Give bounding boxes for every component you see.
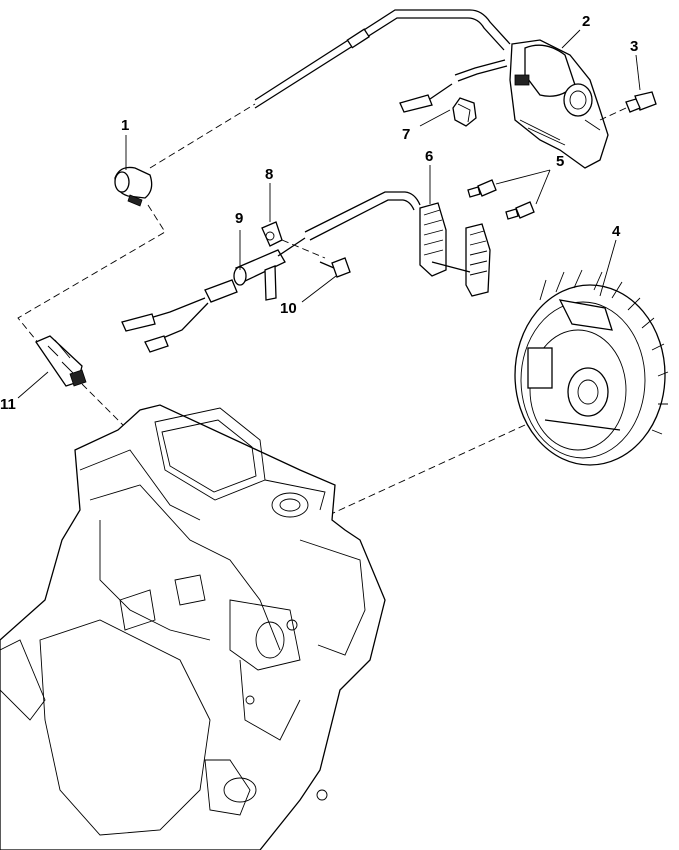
spark-plug[interactable] bbox=[35, 335, 131, 433]
coil-mounting-bolt[interactable] bbox=[599, 91, 657, 121]
callout-2: 2 bbox=[582, 13, 590, 30]
callout-1: 1 bbox=[121, 117, 129, 134]
high-tension-lead bbox=[149, 9, 511, 169]
spark-plug-cap[interactable] bbox=[17, 166, 166, 346]
ground-screw[interactable] bbox=[319, 257, 351, 278]
terminal-cap[interactable] bbox=[452, 97, 477, 127]
callout-3: 3 bbox=[630, 38, 638, 55]
flywheel[interactable] bbox=[317, 269, 669, 521]
pulser-coil-plates[interactable] bbox=[419, 202, 491, 297]
plate-screws[interactable] bbox=[467, 179, 535, 220]
ground-terminal[interactable] bbox=[261, 221, 326, 301]
callout-5: 5 bbox=[556, 153, 564, 170]
callout-8: 8 bbox=[265, 166, 273, 183]
callout-7: 7 bbox=[402, 126, 410, 143]
engine-block bbox=[0, 404, 386, 850]
callout-4: 4 bbox=[612, 223, 621, 240]
leader-lines bbox=[17, 29, 641, 399]
callout-6: 6 bbox=[425, 148, 433, 165]
ignition-coil[interactable] bbox=[399, 39, 609, 169]
callout-9: 9 bbox=[235, 210, 243, 227]
stop-switch-lead[interactable] bbox=[121, 191, 421, 353]
callout-10: 10 bbox=[280, 300, 297, 317]
callout-11: 11 bbox=[0, 396, 16, 413]
